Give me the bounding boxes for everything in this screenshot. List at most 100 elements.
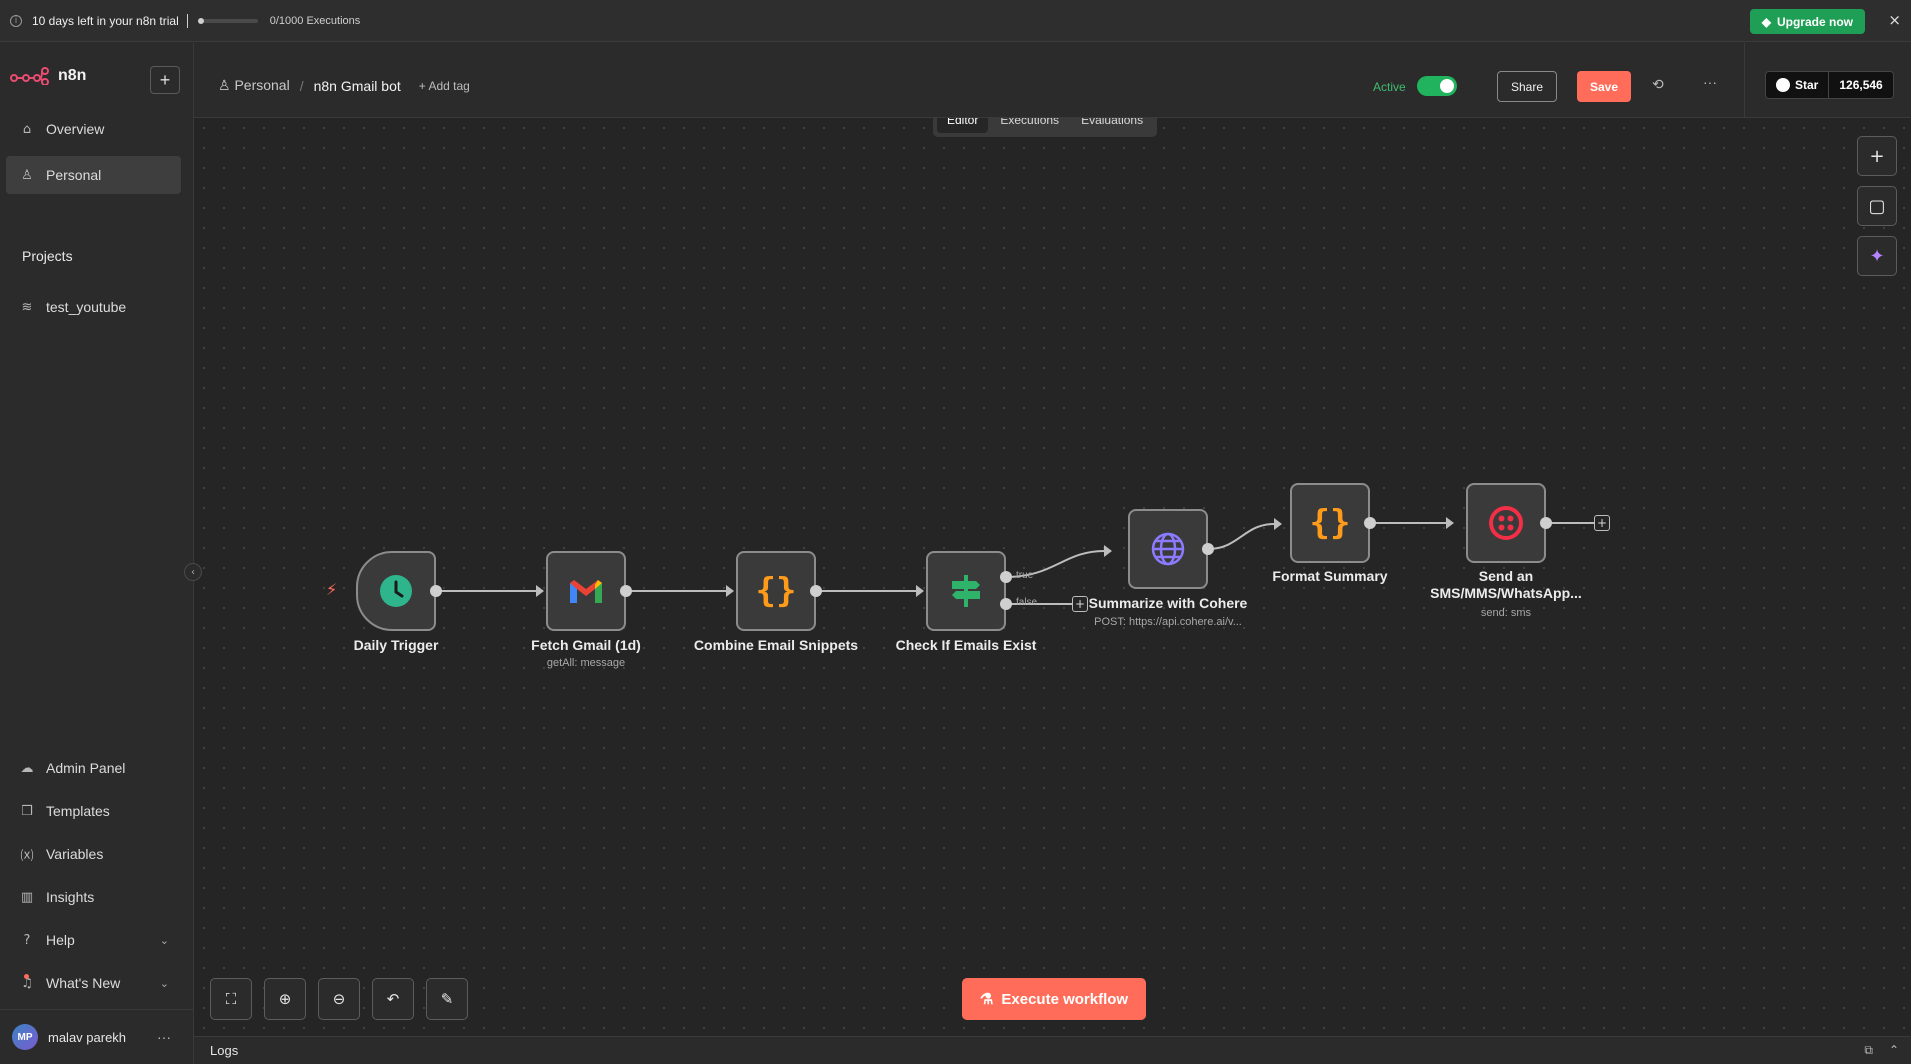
node-combine-email-snippets[interactable]: {}: [736, 551, 816, 631]
toggle-knob: [1440, 79, 1454, 93]
output-port[interactable]: [1540, 517, 1552, 529]
execute-workflow-button[interactable]: ⚗ Execute workflow: [962, 978, 1146, 1020]
sidebar-item-label: Personal: [46, 167, 102, 183]
sidebar-item-label: Admin Panel: [46, 760, 126, 776]
sidebar: n8n + ⌂ Overview ♙ Personal Projects ≋ t…: [0, 43, 194, 1064]
box-icon: ❒: [21, 803, 33, 819]
sidebar-item-variables[interactable]: ⒳ Variables: [6, 835, 181, 873]
logo[interactable]: n8n: [10, 67, 86, 85]
zoom-in-button[interactable]: ⊕: [264, 978, 306, 1020]
tab-executions[interactable]: Executions: [1000, 118, 1060, 127]
user-menu[interactable]: MP malav parekh ···: [0, 1009, 193, 1064]
sidebar-item-personal[interactable]: ♙ Personal: [6, 156, 181, 194]
chevron-down-icon: ⌄: [159, 933, 169, 947]
arrow-head: [1446, 517, 1454, 529]
user-icon: ♙: [21, 167, 33, 183]
tab-evaluations[interactable]: Evaluations: [1081, 118, 1144, 127]
output-port[interactable]: [1364, 517, 1376, 529]
collapse-sidebar-button[interactable]: ‹: [184, 563, 202, 581]
sidebar-item-whats-new[interactable]: ♫ What's New ⌄: [6, 964, 181, 1002]
upgrade-now-button[interactable]: ◆ Upgrade now: [1749, 9, 1865, 34]
code-icon: {}: [755, 571, 797, 611]
popout-icon[interactable]: ⧉: [1864, 1043, 1873, 1057]
trigger-bolt-icon: ⚡: [326, 580, 338, 599]
app-name: n8n: [58, 67, 87, 84]
save-button[interactable]: Save: [1577, 71, 1631, 102]
ai-assistant-button[interactable]: ✦: [1857, 236, 1897, 276]
sidebar-item-templates[interactable]: ❒ Templates: [6, 792, 181, 830]
sidebar-item-help[interactable]: ? Help ⌄: [6, 921, 181, 959]
flask-icon: ⚗: [979, 991, 994, 1008]
breadcrumb-separator: /: [299, 77, 304, 94]
github-star-button[interactable]: Star 126,546: [1765, 71, 1894, 99]
sidebar-item-label: Templates: [46, 803, 110, 819]
tidy-up-button[interactable]: ✎: [426, 978, 468, 1020]
connection-line: [1005, 550, 1105, 578]
cloud-icon: ☁: [20, 760, 34, 776]
breadcrumb-project[interactable]: ♙ Personal: [218, 77, 290, 93]
code-icon: {}: [1309, 503, 1351, 543]
more-options-icon[interactable]: ···: [1703, 74, 1717, 90]
sidebar-item-label: Overview: [46, 121, 105, 137]
node-subtitle: send: sms: [1480, 607, 1532, 619]
logs-controls: ⧉ ⌃: [1864, 1043, 1899, 1058]
add-node-plus-icon[interactable]: +: [1072, 596, 1088, 612]
output-port[interactable]: [620, 585, 632, 597]
executions-progress: [197, 17, 258, 24]
variables-icon: ⒳: [20, 848, 34, 864]
twilio-icon: [1489, 506, 1523, 540]
sidebar-item-insights[interactable]: ▥ Insights: [6, 878, 181, 916]
tab-editor[interactable]: Editor: [937, 118, 989, 133]
arrow-head: [1104, 545, 1112, 557]
globe-icon: [1151, 532, 1185, 566]
add-tag-button[interactable]: + Add tag: [418, 78, 470, 93]
node-daily-trigger[interactable]: [356, 551, 436, 631]
active-toggle[interactable]: [1417, 76, 1457, 96]
fit-view-button[interactable]: ⛶: [210, 978, 252, 1020]
add-node-button[interactable]: +: [1857, 136, 1897, 176]
sidebar-item-admin-panel[interactable]: ☁ Admin Panel: [6, 749, 181, 787]
trial-banner: i 10 days left in your n8n trial 0/1000 …: [0, 0, 1911, 42]
sticky-note-button[interactable]: ▢: [1857, 186, 1897, 226]
output-port[interactable]: [810, 585, 822, 597]
logs-panel-bar[interactable]: Logs ⧉ ⌃: [194, 1036, 1911, 1064]
output-port-true[interactable]: [1000, 571, 1012, 583]
output-port[interactable]: [1202, 543, 1214, 555]
workflow-header: ♙ Personal / n8n Gmail bot + Add tag Act…: [194, 43, 1911, 118]
node-check-if-emails-exist[interactable]: [926, 551, 1006, 631]
github-star-count: 126,546: [1829, 72, 1893, 98]
zoom-out-button[interactable]: ⊖: [318, 978, 360, 1020]
if-icon: [952, 575, 980, 607]
node-label: Summarize with Cohere: [1088, 595, 1248, 611]
workflow-name[interactable]: n8n Gmail bot: [313, 77, 401, 94]
sidebar-item-overview[interactable]: ⌂ Overview: [6, 110, 181, 148]
close-icon[interactable]: ×: [1888, 11, 1901, 29]
output-port-false[interactable]: [1000, 598, 1012, 610]
node-send-sms[interactable]: [1466, 483, 1546, 563]
more-icon[interactable]: ···: [157, 1029, 171, 1045]
node-label: Send an SMS/MMS/WhatsApp...: [1430, 568, 1582, 601]
node-subtitle: getAll: message: [546, 657, 626, 669]
node-fetch-gmail[interactable]: [546, 551, 626, 631]
expand-icon[interactable]: ⌃: [1888, 1043, 1899, 1057]
node-subtitle: POST: https://api.cohere.ai/v...: [1094, 616, 1242, 628]
output-port[interactable]: [430, 585, 442, 597]
workflow-canvas[interactable]: Editor Executions Evaluations + ▢ ✦ ⚡: [194, 118, 1911, 1036]
create-button[interactable]: +: [150, 66, 180, 94]
reset-zoom-button[interactable]: ↶: [372, 978, 414, 1020]
execute-workflow-label: Execute workflow: [1001, 990, 1129, 1008]
bell-icon: ♫: [21, 975, 33, 991]
node-format-summary[interactable]: {}: [1290, 483, 1370, 563]
view-tabs: Editor Executions Evaluations: [933, 118, 1158, 137]
sidebar-item-label: Help: [46, 932, 75, 948]
sidebar-item-test-youtube[interactable]: ≋ test_youtube: [6, 288, 181, 326]
active-label: Active: [1373, 80, 1406, 94]
arrow-head: [726, 585, 734, 597]
history-icon[interactable]: ⟲: [1652, 77, 1664, 93]
add-node-plus-icon[interactable]: +: [1594, 515, 1610, 531]
n8n-logo-icon: [10, 67, 49, 85]
share-button[interactable]: Share: [1497, 71, 1557, 102]
node-summarize-with-cohere[interactable]: [1128, 509, 1208, 589]
diamond-icon: ◆: [1761, 14, 1771, 29]
breadcrumb-project-label: Personal: [234, 77, 290, 93]
